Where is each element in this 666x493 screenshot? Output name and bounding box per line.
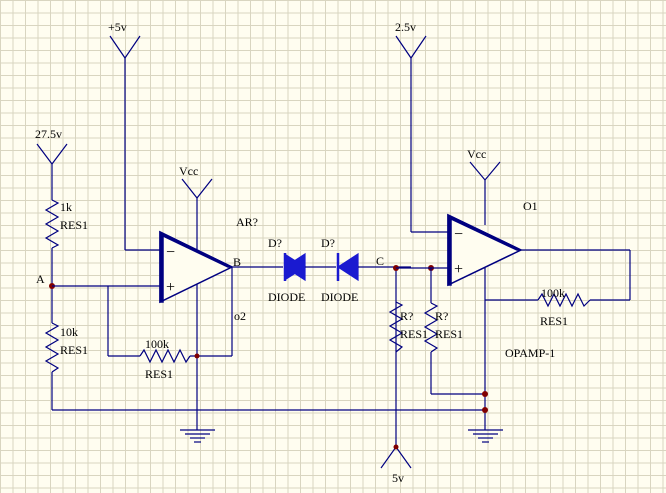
label-vcc-1: Vcc [179,164,198,178]
opamp-2-ref: O1 [523,199,538,213]
power-symbol-27-5v [36,143,68,195]
opamp-2-type: OPAMP-1 [505,346,555,360]
label-2-5v: 2.5v [395,20,416,34]
opamp-2-minus: − [454,226,463,243]
junction-gnd-2 [482,407,488,413]
resistor-1k [44,195,60,286]
resistor-100k-1-type: RES1 [145,367,173,381]
power-symbol-5v-bottom [380,268,412,469]
diode-2-ref: D? [321,236,335,250]
resistor-r-2 [423,268,485,395]
resistor-r-2-type: RES1 [435,327,463,341]
resistor-100k-1 [108,348,232,364]
resistor-10k [44,286,60,410]
resistor-r-1-ref: R? [400,309,413,323]
label-5v-bottom: 5v [392,471,404,485]
opamp-1-plus: + [166,279,175,296]
ground-symbol-2 [468,429,503,443]
diode-1-ref: D? [268,236,282,250]
resistor-100k-1-value: 100k [145,337,169,351]
node-b-label: B [233,255,241,269]
diode-2 [336,252,359,282]
label-vcc-2: Vcc [467,147,486,161]
junction-gnd-1 [482,391,488,397]
resistor-1k-type: RES1 [60,218,88,232]
power-symbol-2-5v [395,35,427,232]
resistor-r-1-type: RES1 [400,327,428,341]
label-27-5v: 27.5v [35,127,62,141]
resistor-100k-2-type: RES1 [540,314,568,328]
resistor-100k-2-value: 100k [541,286,565,300]
power-symbol-5v [109,35,141,250]
junction-fb-1 [194,353,200,359]
diode-1 [283,252,307,282]
power-symbol-vcc-2 [469,161,501,225]
power-symbol-vcc-1 [181,178,213,250]
ground-symbol-1 [180,429,215,443]
resistor-10k-value: 10k [60,325,78,339]
opamp-2-plus: + [454,261,463,278]
diode-2-type: DIODE [321,290,358,304]
junction-5v-bottom [393,444,399,450]
opamp-1-output-label: o2 [234,309,246,323]
node-c-label: C [376,254,384,268]
resistor-10k-type: RES1 [60,343,88,357]
label-5v: +5v [108,20,127,34]
resistor-r-2-ref: R? [435,309,448,323]
diode-1-type: DIODE [268,290,305,304]
resistor-1k-value: 1k [60,200,72,214]
opamp-1-minus: − [166,244,175,261]
opamp-1-ref: AR? [236,215,258,229]
resistor-r-1 [388,301,404,353]
resistor-100k-2 [485,292,630,308]
node-a-label: A [36,272,45,286]
